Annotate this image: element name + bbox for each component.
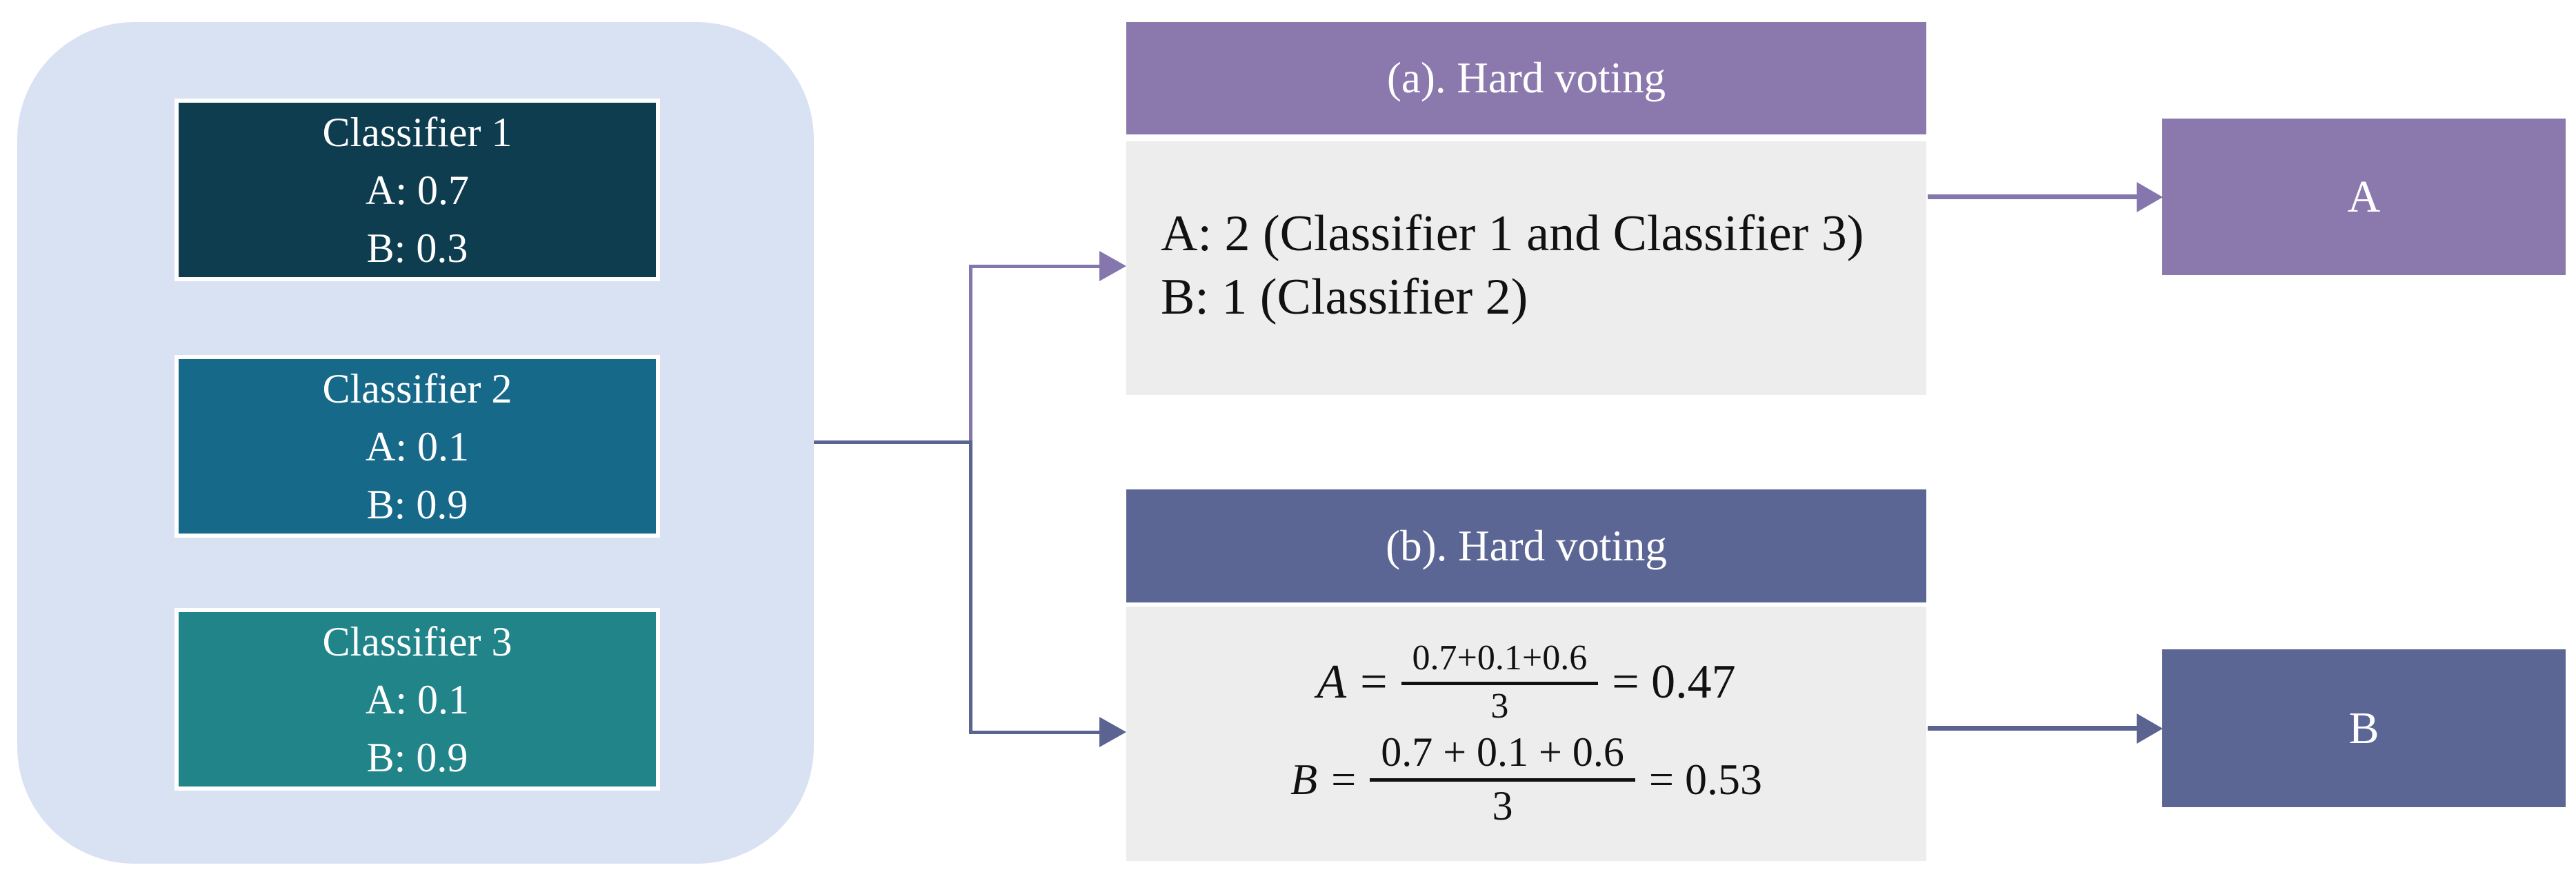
formula-b-lhs: B [1290, 754, 1318, 804]
arrowhead-to-output-a-icon [2137, 182, 2163, 212]
classifier-1-name: Classifier 1 [322, 109, 512, 155]
formula-b-fraction: 0.7 + 0.1 + 0.6 3 [1370, 731, 1635, 828]
panel-b-title: (b). Hard voting [1386, 521, 1667, 570]
connector-vertical-top [969, 265, 972, 443]
fraction-numerator: 0.7+0.1+0.6 [1401, 639, 1599, 685]
formula-b-result: = 0.53 [1648, 754, 1762, 804]
formula-a-result: = 0.47 [1612, 656, 1736, 709]
classifier-3-prob-a: A: 0.1 [366, 676, 469, 722]
output-a-label: A [2347, 171, 2381, 222]
arrowhead-to-panel-b-icon [1099, 717, 1126, 747]
connector-branch-to-panel-b [971, 731, 1099, 734]
arrowhead-to-panel-a-icon [1099, 251, 1126, 281]
fraction-denominator: 3 [1492, 783, 1513, 829]
classifier-1-box: Classifier 1 A: 0.7 B: 0.3 [174, 99, 660, 281]
connector-panel-a-to-output [1928, 194, 2139, 199]
classifier-1-prob-a: A: 0.7 [366, 167, 469, 213]
formula-a-lhs: A [1317, 656, 1347, 709]
panel-a-body: A: 2 (Classifier 1 and Classifier 3) B: … [1126, 141, 1926, 395]
connector-trunk-line [814, 440, 971, 444]
connector-vertical-bottom [969, 440, 972, 734]
output-b-label: B [2348, 702, 2379, 753]
classifier-3-name: Classifier 3 [322, 618, 512, 664]
classifier-1-prob-b: B: 0.3 [366, 225, 468, 271]
output-a-box: A [2162, 119, 2566, 275]
connector-branch-to-panel-a [971, 265, 1099, 268]
formula-a-fraction: 0.7+0.1+0.6 3 [1401, 639, 1599, 726]
panel-a-header: (a). Hard voting [1126, 22, 1926, 134]
fraction-denominator: 3 [1490, 686, 1509, 726]
classifier-2-box: Classifier 2 A: 0.1 B: 0.9 [174, 355, 660, 538]
formula-b-equals: = [1331, 754, 1357, 804]
panel-a-title: (a). Hard voting [1386, 54, 1666, 102]
classifier-2-prob-a: A: 0.1 [366, 423, 469, 469]
formula-a: A = 0.7+0.1+0.6 3 = 0.47 [1317, 639, 1736, 726]
output-b-box: B [2162, 649, 2566, 807]
panel-b-header: (b). Hard voting [1126, 489, 1926, 602]
classifiers-container: Classifier 1 A: 0.7 B: 0.3 Classifier 2 … [17, 22, 814, 864]
classifier-2-name: Classifier 2 [322, 365, 512, 412]
fraction-numerator: 0.7 + 0.1 + 0.6 [1370, 731, 1635, 782]
panel-b-body: A = 0.7+0.1+0.6 3 = 0.47 B = 0.7 + 0.1 +… [1126, 607, 1926, 861]
formula-b: B = 0.7 + 0.1 + 0.6 3 = 0.53 [1290, 731, 1762, 828]
classifier-3-box: Classifier 3 A: 0.1 B: 0.9 [174, 608, 660, 791]
panel-a-vote-line-a: A: 2 (Classifier 1 and Classifier 3) [1161, 205, 1864, 262]
formula-a-equals: = [1360, 656, 1388, 709]
arrowhead-to-output-b-icon [2137, 713, 2163, 744]
classifier-2-prob-b: B: 0.9 [366, 481, 468, 527]
panel-a-vote-line-b: B: 1 (Classifier 2) [1161, 269, 1528, 325]
connector-panel-b-to-output [1928, 726, 2139, 731]
classifier-3-prob-b: B: 0.9 [366, 734, 468, 780]
